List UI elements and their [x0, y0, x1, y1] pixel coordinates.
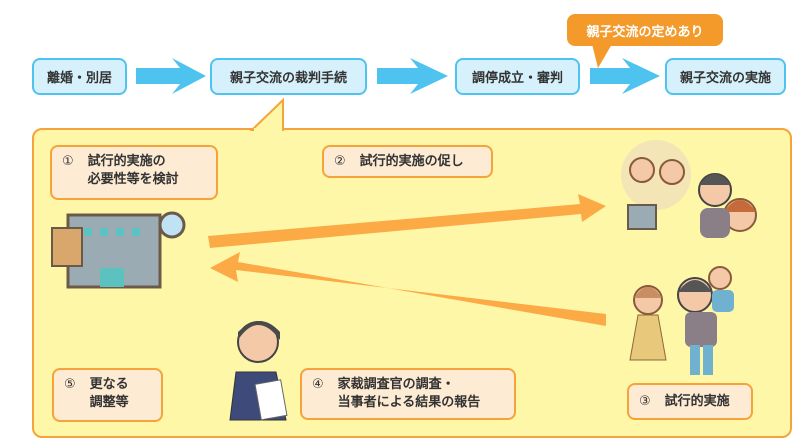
- flow-arrow-2: [377, 58, 448, 94]
- flow-step-settlement: 調停成立・審判: [455, 58, 580, 95]
- investigator-illustration: [229, 321, 288, 421]
- step-3-trial-visitation: ③ 試行的実施: [627, 383, 753, 420]
- step-text: 試行的実施: [664, 393, 730, 409]
- step-number: ②: [334, 154, 346, 169]
- step-5-further-adjustment: ⑤ 更なる調整等: [52, 368, 163, 422]
- arrow-to-court: [210, 252, 606, 326]
- family-thought-illustration: [621, 140, 757, 238]
- panel-tail: [249, 97, 284, 131]
- step-line: 調整等: [89, 395, 129, 410]
- step-line: 当事者による結果の報告: [337, 395, 481, 410]
- step-number: ④: [312, 377, 324, 392]
- flow-step-separation: 離婚・別居: [32, 58, 127, 95]
- flow-step-visitation: 親子交流の実施: [665, 58, 786, 95]
- step-line: 家裁調査官の調査・: [337, 377, 455, 392]
- step-number: ⑤: [64, 377, 76, 392]
- court-building-icon: [51, 211, 186, 289]
- step-number: ③: [639, 393, 651, 409]
- flow-arrow-3: [590, 58, 660, 94]
- step-line: 必要性等を検討: [87, 172, 179, 187]
- step-text: 更なる調整等: [90, 376, 129, 414]
- flow-arrow-1: [136, 58, 206, 94]
- arrow-to-family: [208, 194, 606, 248]
- step-line: 試行的実施の: [87, 154, 166, 169]
- step-text: 試行的実施の促し: [359, 154, 464, 169]
- step-1-consider-necessity: ① 試行的実施の必要性等を検討: [50, 145, 218, 200]
- family-visit-illustration: [629, 266, 734, 375]
- callout-visitation-agreed: 親子交流の定めあり: [567, 14, 723, 46]
- step-2-encourage-trial: ② 試行的実施の促し: [322, 145, 493, 178]
- step-4-investigation-report: ④ 家裁調査官の調査・当事者による結果の報告: [300, 368, 516, 420]
- flow-step-court-procedure: 親子交流の裁判手続: [210, 58, 367, 95]
- callout-tail: [592, 44, 612, 68]
- step-text: 試行的実施の必要性等を検討: [88, 153, 179, 192]
- step-number: ①: [62, 154, 74, 169]
- step-text: 家裁調査官の調査・当事者による結果の報告: [338, 376, 481, 412]
- step-line: 更なる: [89, 377, 129, 392]
